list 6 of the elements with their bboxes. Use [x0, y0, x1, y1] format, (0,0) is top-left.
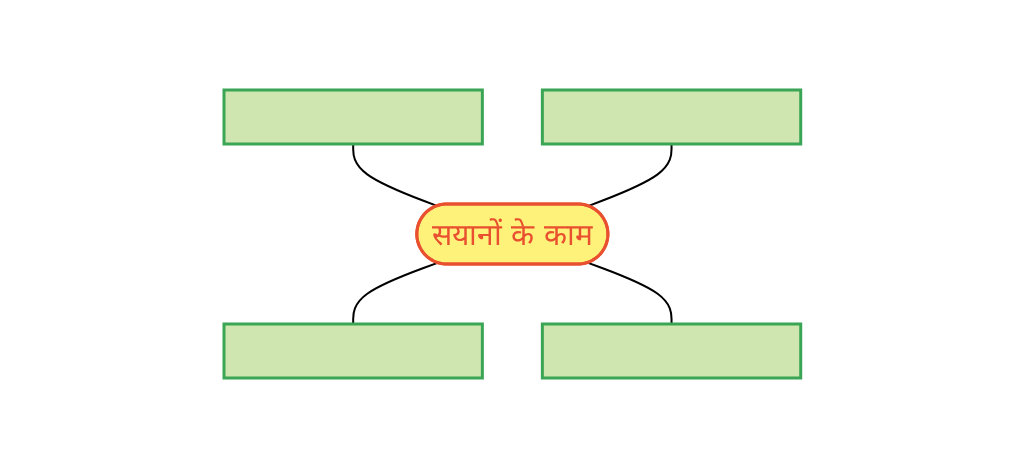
connector	[586, 261, 673, 325]
node-box	[540, 322, 802, 380]
node-box	[222, 322, 484, 380]
connector	[351, 261, 439, 325]
node-box	[222, 88, 484, 146]
node-box	[540, 88, 802, 146]
